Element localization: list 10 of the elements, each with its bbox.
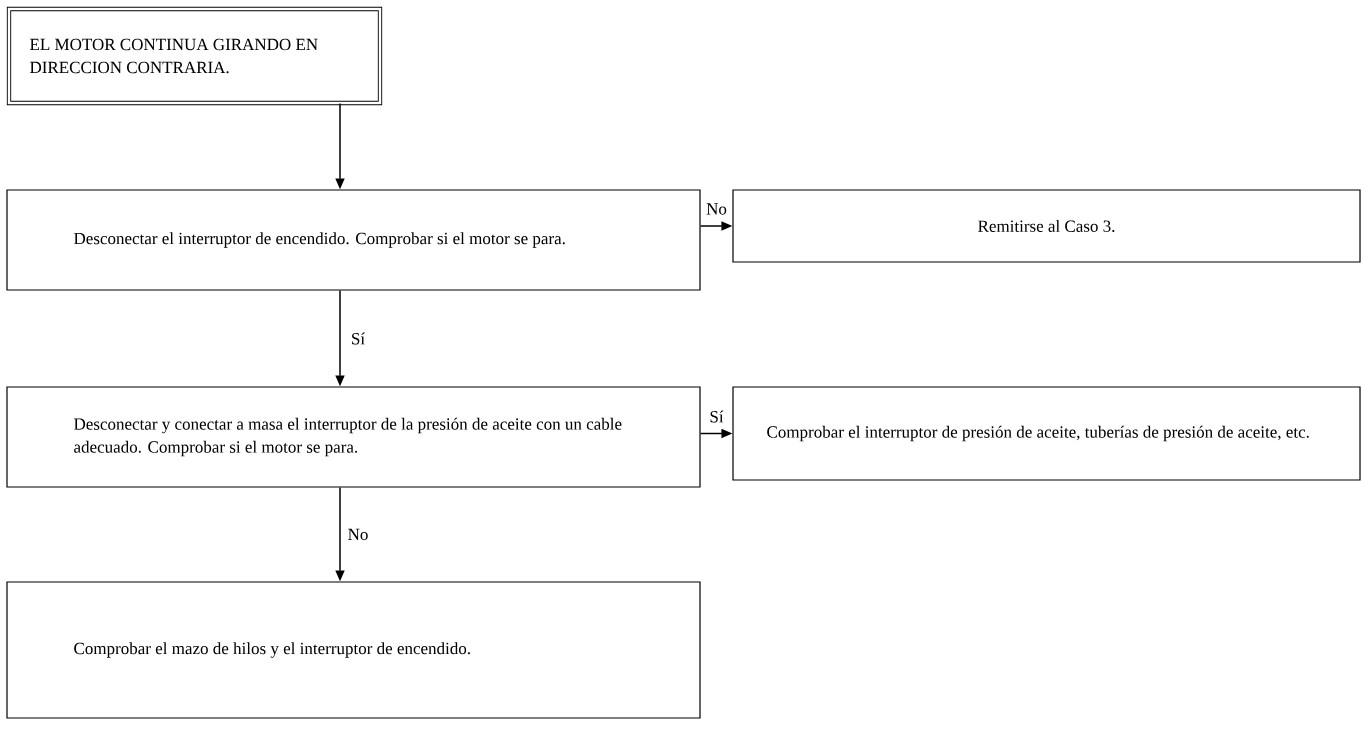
edge-label: No bbox=[705, 202, 728, 216]
process-box: Desconectar el interruptor de encendido. Comprobar si el motor se para. bbox=[6, 189, 701, 291]
edge-label: Sí bbox=[708, 409, 725, 424]
process-box: Desconectar y conectar a masa el interruptor de la presión de aceite con un cable adecuado. Comprobar si el motor se para. bbox=[6, 386, 701, 488]
process-box: Remitirse al Caso 3. bbox=[732, 189, 1361, 263]
process-box: Comprobar el mazo de hilos y el interruptor de encendido. bbox=[6, 581, 701, 719]
edge-label: No bbox=[346, 527, 370, 542]
process-box: EL MOTOR CONTINUA GIRANDO EN DIRECCION CONTRARIA. bbox=[6, 6, 383, 106]
edge-label: Sí bbox=[349, 331, 367, 346]
process-box: Comprobar el interruptor de presión de aceite, tuberías de presión de aceite, etc. bbox=[732, 386, 1361, 481]
